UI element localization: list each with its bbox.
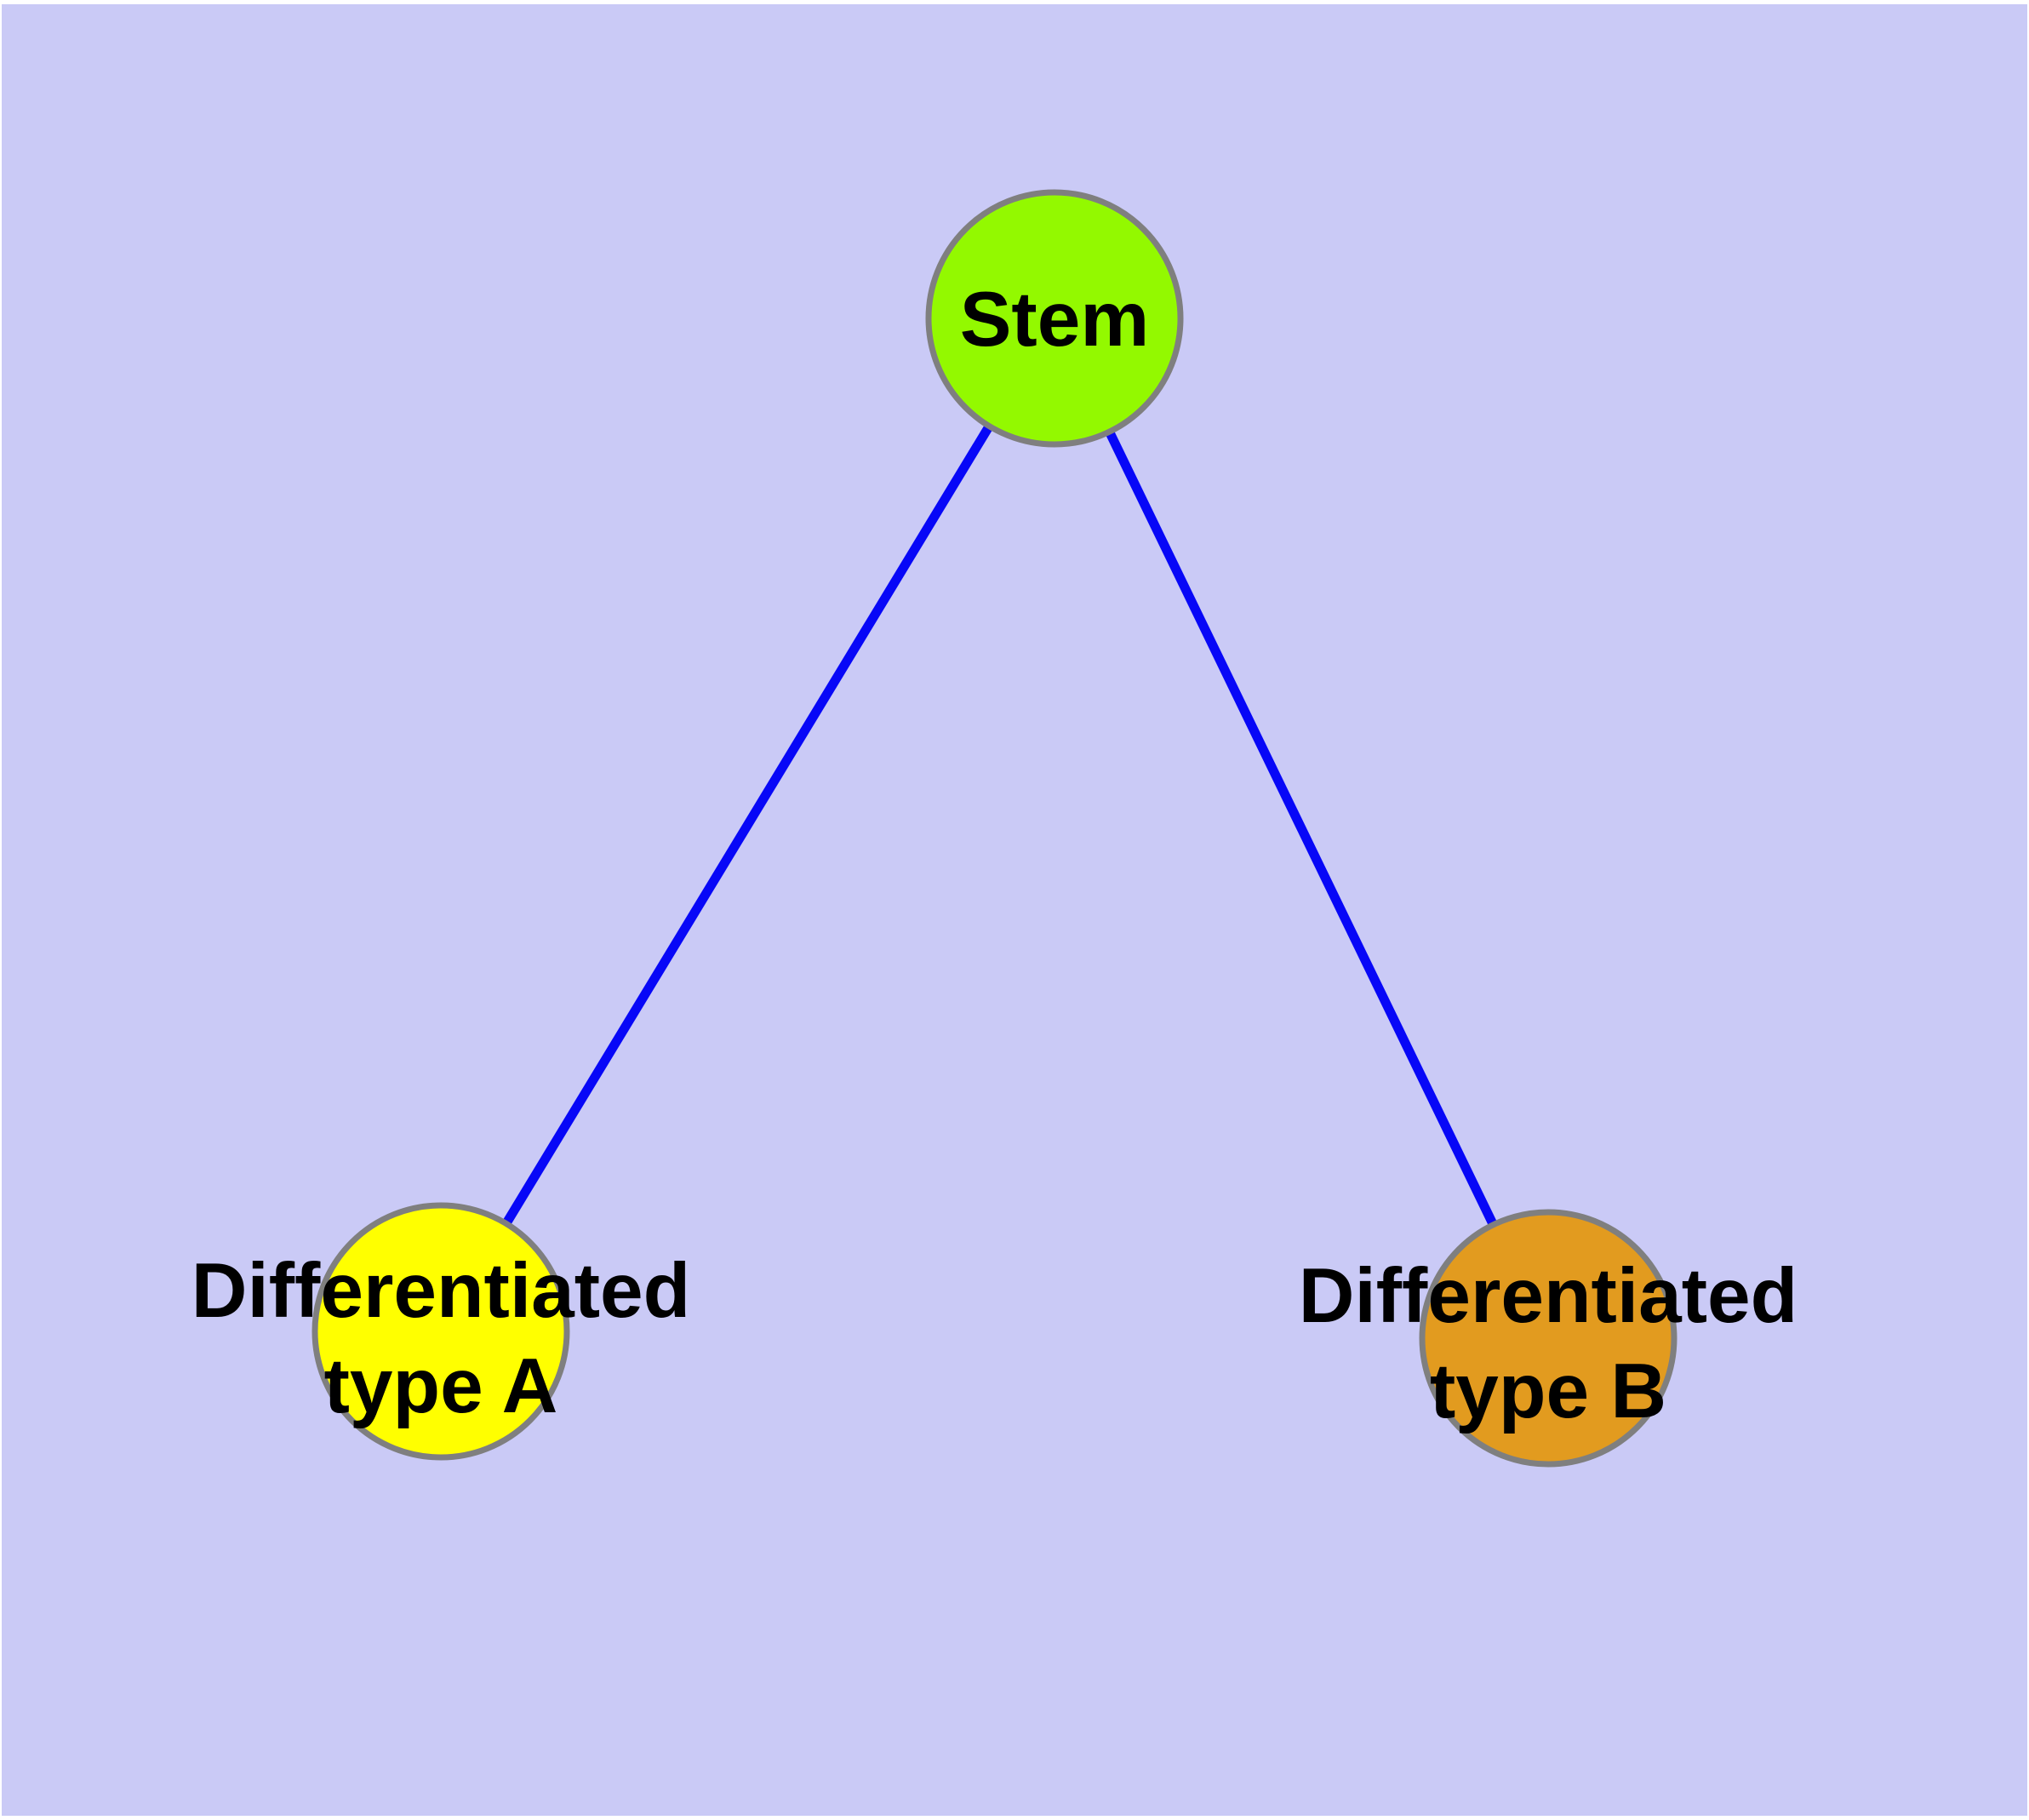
node-stem-label: Stem [960,277,1150,363]
node-type-b-label-line2: type B [1430,1348,1666,1434]
node-stem-circle [925,189,1184,448]
node-type-a-label-line1: Differentiated [191,1248,691,1334]
node-type-b-label-line1: Differentiated [1299,1253,1798,1339]
node-type-a-circle [311,1202,570,1461]
edge-stem-to-type-a [437,316,1059,1334]
edge-stem-to-type-b [1050,316,1552,1341]
node-type-a-label-line2: type A [324,1343,558,1429]
node-type-b-circle [1419,1209,1677,1468]
